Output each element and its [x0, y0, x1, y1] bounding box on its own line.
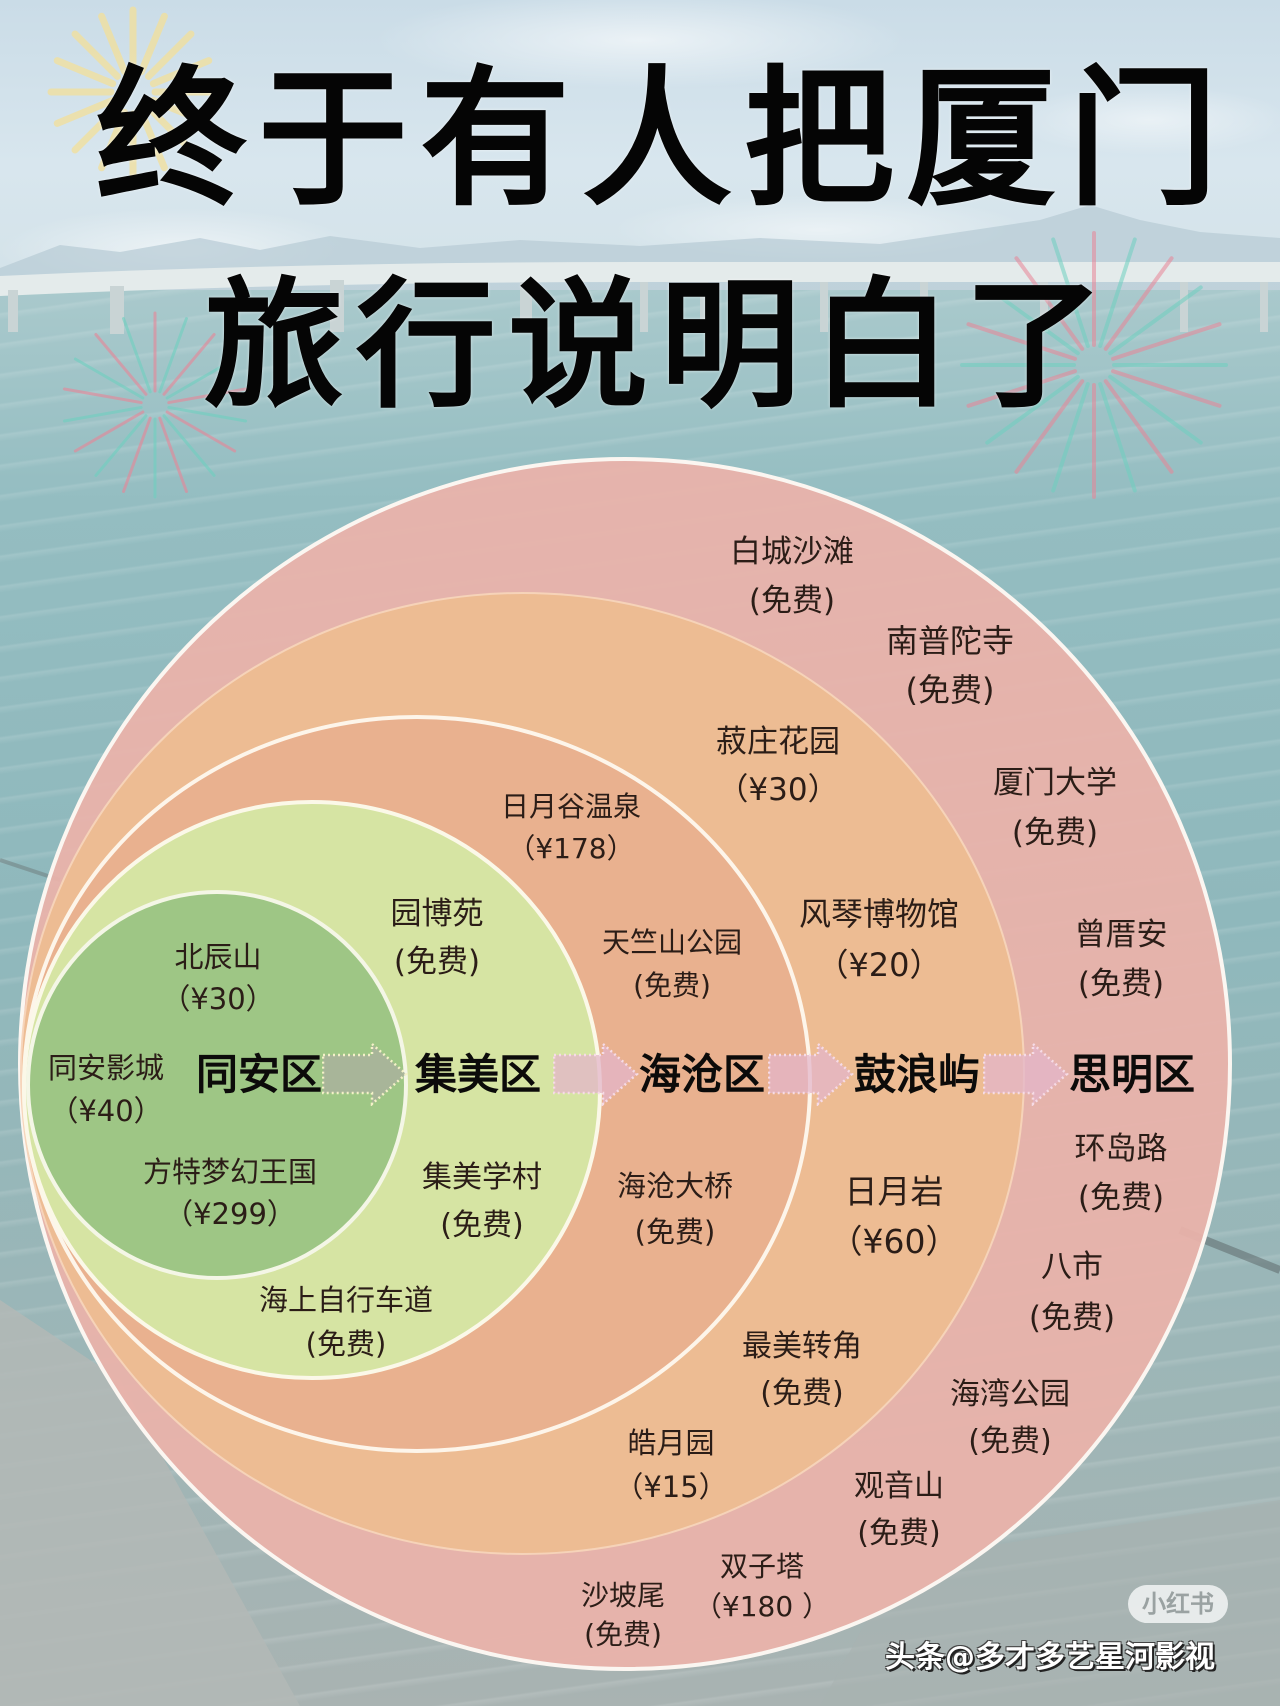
- attraction-name: 风琴博物馆: [798, 895, 960, 933]
- firework-pink-left-icon: [62, 311, 248, 499]
- attraction-label: 日月岩 （¥60）: [830, 1167, 959, 1267]
- attraction-name: 园博苑: [390, 896, 484, 932]
- attraction-label: 同安影城 （¥40）: [48, 1047, 164, 1133]
- attraction-name: 沙坡尾: [580, 1579, 666, 1612]
- district-label-haicang: 海沧区: [638, 1050, 766, 1099]
- district-label-siming: 思明区: [1068, 1050, 1196, 1099]
- district-label-gulangyu: 鼓浪屿: [853, 1050, 981, 1099]
- attraction-name: 南普陀寺: [885, 622, 1015, 660]
- attraction-price: (免费): [1011, 815, 1099, 851]
- attraction-label: 海沧大桥 (免费): [617, 1163, 733, 1255]
- attraction-price: (免费): [1028, 1300, 1116, 1336]
- attraction-price: (免费): [1077, 966, 1165, 1002]
- attraction-price: (免费): [305, 1327, 387, 1361]
- attraction-price: （¥20）: [816, 946, 942, 984]
- attraction-name: 环岛路: [1074, 1131, 1168, 1167]
- attraction-label: 日月谷温泉 （¥178）: [501, 786, 641, 870]
- attraction-price: (免费): [748, 583, 836, 619]
- attraction-label: 风琴博物馆 （¥20）: [799, 889, 959, 991]
- attraction-name: 日月谷温泉: [500, 790, 642, 823]
- attraction-price: (免费): [1077, 1180, 1165, 1216]
- attraction-name: 天竺山公园: [601, 926, 743, 959]
- attraction-label: 白城沙滩 (免费): [730, 528, 854, 626]
- attraction-name: 方特梦幻王国: [142, 1155, 318, 1189]
- attraction-price: (免费): [393, 944, 481, 980]
- attraction-label: 北辰山 （¥30）: [161, 936, 274, 1020]
- attraction-label: 南普陀寺 (免费): [886, 617, 1014, 715]
- attraction-name: 双子塔: [719, 1550, 805, 1583]
- attraction-label: 环岛路 (免费): [1075, 1125, 1168, 1223]
- attraction-name: 日月岩: [844, 1172, 944, 1211]
- attraction-label: 海上自行车道 (免费): [259, 1278, 433, 1366]
- attraction-price: (免费): [968, 1424, 1052, 1459]
- title-line-1: 终于有人把厦门: [95, 53, 1230, 227]
- attraction-price: （¥299）: [164, 1197, 296, 1231]
- attraction-price: （¥40）: [49, 1094, 163, 1128]
- firework-pink-right-icon: [960, 231, 1228, 499]
- attraction-name: 曾厝安: [1074, 917, 1168, 953]
- attraction-label: 方特梦幻王国 （¥299）: [143, 1151, 317, 1235]
- arrow-right-icon: [768, 1042, 854, 1106]
- attraction-label: 园博苑 (免费): [391, 890, 484, 986]
- attraction-price: (免费): [633, 969, 711, 1002]
- attraction-name: 海湾公园: [950, 1377, 1070, 1412]
- attraction-name: 厦门大学: [993, 765, 1117, 801]
- district-label-tongan: 同安区: [195, 1050, 323, 1099]
- attraction-name: 白城沙滩: [730, 534, 854, 570]
- attraction-label: 沙坡尾 (免费): [581, 1576, 665, 1654]
- attraction-price: (免费): [634, 1215, 716, 1249]
- attraction-price: (免费): [857, 1516, 941, 1551]
- attraction-price: (免费): [760, 1376, 844, 1411]
- attraction-name: 菽庄花园: [716, 724, 840, 760]
- toutiao-watermark: 头条@多才多艺星河影视: [885, 1640, 1215, 1675]
- attraction-label: 双子塔 （¥180 ）: [694, 1547, 830, 1627]
- attraction-label: 厦门大学 (免费): [993, 758, 1117, 858]
- attraction-price: （¥178）: [507, 832, 635, 865]
- attraction-name: 皓月园: [627, 1426, 715, 1460]
- attraction-price: （¥180 ）: [693, 1590, 831, 1623]
- attraction-price: (免费): [584, 1618, 662, 1651]
- attraction-label: 菽庄花园 （¥30）: [716, 718, 840, 814]
- attraction-name: 八市: [1040, 1249, 1103, 1285]
- attraction-label: 集美学村 (免费): [422, 1154, 542, 1250]
- attraction-label: 观音山 (免费): [854, 1463, 944, 1557]
- attraction-label: 海湾公园 (免费): [950, 1371, 1070, 1465]
- attraction-price: (免费): [905, 671, 995, 709]
- firework-yellow-icon: [47, 6, 219, 178]
- arrow-right-icon: [553, 1042, 639, 1106]
- attraction-name: 海沧大桥: [616, 1169, 734, 1203]
- attraction-name: 集美学村: [422, 1160, 542, 1195]
- attraction-name: 海上自行车道: [258, 1283, 434, 1317]
- attraction-price: (免费): [440, 1208, 524, 1243]
- attraction-name: 北辰山: [174, 940, 262, 974]
- attraction-name: 最美转角: [742, 1329, 862, 1364]
- arrow-right-icon: [983, 1042, 1069, 1106]
- district-label-jimei: 集美区: [414, 1050, 542, 1099]
- attraction-label: 天竺山公园 (免费): [602, 921, 742, 1007]
- attraction-name: 观音山: [854, 1469, 944, 1504]
- attraction-label: 最美转角 (免费): [742, 1323, 862, 1417]
- attraction-price: （¥30）: [717, 772, 839, 808]
- arrow-right-icon: [322, 1042, 408, 1106]
- attraction-price: （¥15）: [614, 1470, 728, 1504]
- attraction-label: 曾厝安 (免费): [1075, 911, 1168, 1009]
- attraction-label: 八市 (免费): [1029, 1242, 1115, 1344]
- attraction-price: （¥30）: [161, 982, 275, 1016]
- attraction-name: 同安影城: [47, 1051, 165, 1085]
- title-line-2: 旅行说明白了: [203, 265, 1116, 428]
- attraction-label: 皓月园 （¥15）: [614, 1421, 727, 1509]
- attraction-price: （¥60）: [829, 1222, 959, 1261]
- xiaohongshu-watermark: 小红书: [1128, 1585, 1228, 1623]
